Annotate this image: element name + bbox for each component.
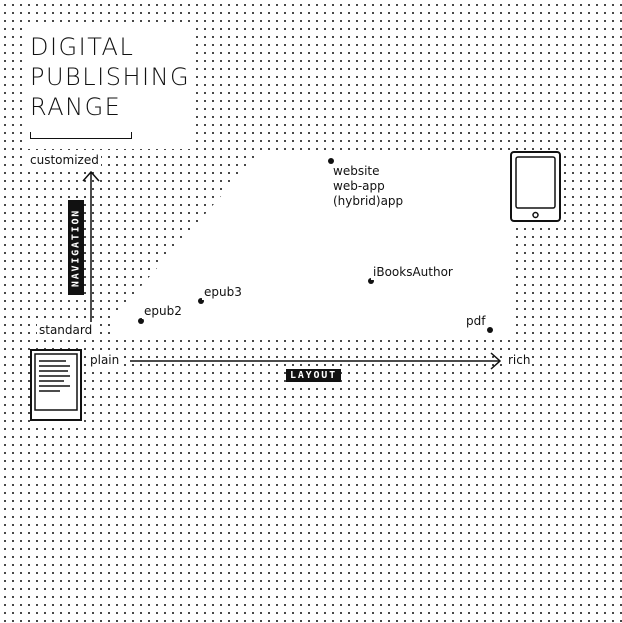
label-epub3: epub3 — [202, 285, 244, 300]
y-axis-max-label: customized — [28, 153, 101, 168]
point-epub3 — [198, 298, 204, 304]
point-pdf — [487, 327, 493, 333]
x-axis-min-label: plain — [88, 353, 122, 368]
y-axis-min-label: standard — [37, 323, 95, 338]
title-underline — [30, 132, 132, 139]
title-line-2: PUBLISHING — [30, 63, 191, 91]
x-axis-title: LAYOUT — [290, 370, 337, 381]
y-axis-title-badge: NAVIGATION — [68, 200, 84, 295]
x-axis-arrowhead — [490, 352, 502, 370]
label-website: website — [333, 164, 380, 178]
tablet-icon — [509, 150, 563, 224]
x-axis-title-badge: LAYOUT — [286, 369, 341, 382]
label-web-group: website web-app (hybrid)app — [331, 164, 406, 209]
y-axis-arrowhead — [82, 170, 100, 182]
e-reader-icon — [30, 349, 84, 423]
label-ibooksauthor: iBooksAuthor — [371, 265, 455, 280]
x-axis-max-label: rich — [506, 353, 533, 368]
label-pdf: pdf — [464, 314, 488, 329]
y-axis-title: NAVIGATION — [70, 208, 82, 287]
label-web-app: web-app — [333, 179, 385, 193]
point-epub2 — [138, 318, 144, 324]
label-epub2: epub2 — [142, 304, 184, 319]
point-web — [328, 158, 334, 164]
point-ibooksauthor — [368, 278, 374, 284]
label-hybrid-app: (hybrid)app — [333, 194, 404, 208]
title-line-1: DIGITAL — [30, 33, 135, 61]
diagram-title: DIGITAL PUBLISHING RANGE — [24, 28, 197, 149]
title-line-3: RANGE — [30, 93, 122, 121]
